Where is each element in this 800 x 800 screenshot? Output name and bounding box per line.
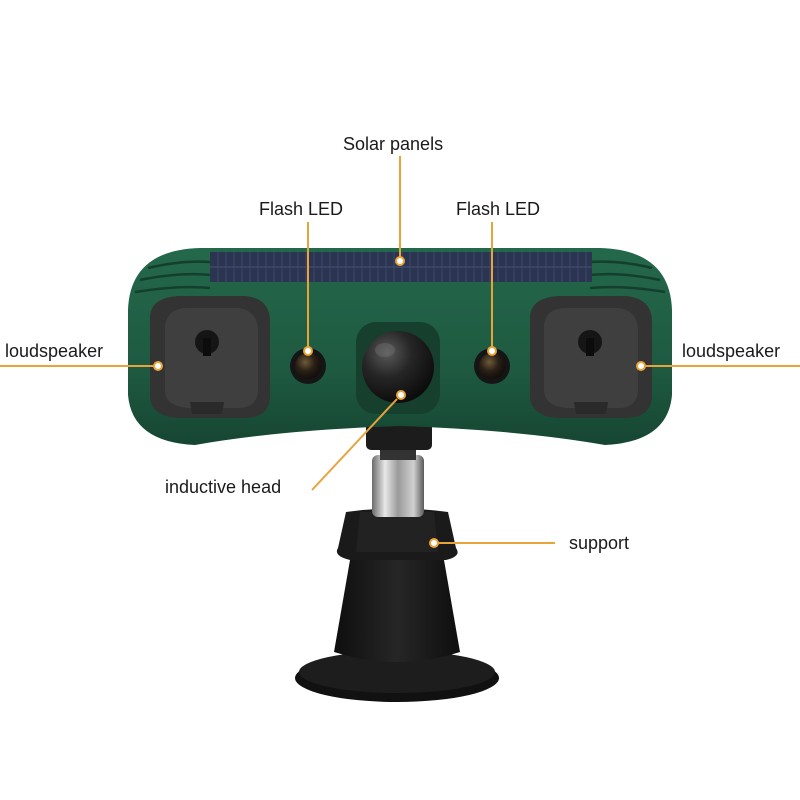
label-solar-panels: Solar panels [343, 134, 444, 154]
loudspeaker-right [530, 296, 652, 418]
callout-dot-loudspeaker-left [153, 361, 163, 371]
label-flash-led-left: Flash LED [259, 199, 344, 219]
callout-dot-flash-led-right [487, 346, 497, 356]
stand-cone [334, 560, 460, 662]
callout-dot-flash-led-left [303, 346, 313, 356]
callout-dot-solar-panels [395, 256, 405, 266]
callout-dot-inductive-head [396, 390, 406, 400]
callout-dot-support [429, 538, 439, 548]
device-housing [128, 248, 672, 445]
label-loudspeaker-right: loudspeaker [682, 341, 781, 361]
stand-chrome-shaft [372, 455, 424, 517]
callout-line-inductive-head [311, 398, 398, 491]
label-flash-led-right: Flash LED [456, 199, 541, 219]
flash-led-right [474, 348, 510, 384]
label-support: support [569, 533, 630, 553]
loudspeaker-left [150, 296, 270, 418]
callout-lines [0, 156, 800, 548]
flash-led-left [290, 348, 326, 384]
label-loudspeaker-left: loudspeaker [5, 341, 104, 361]
inductive-head [356, 322, 440, 414]
label-inductive-head: inductive head [165, 477, 282, 497]
support-stand [295, 418, 499, 702]
callout-dot-loudspeaker-right [636, 361, 646, 371]
